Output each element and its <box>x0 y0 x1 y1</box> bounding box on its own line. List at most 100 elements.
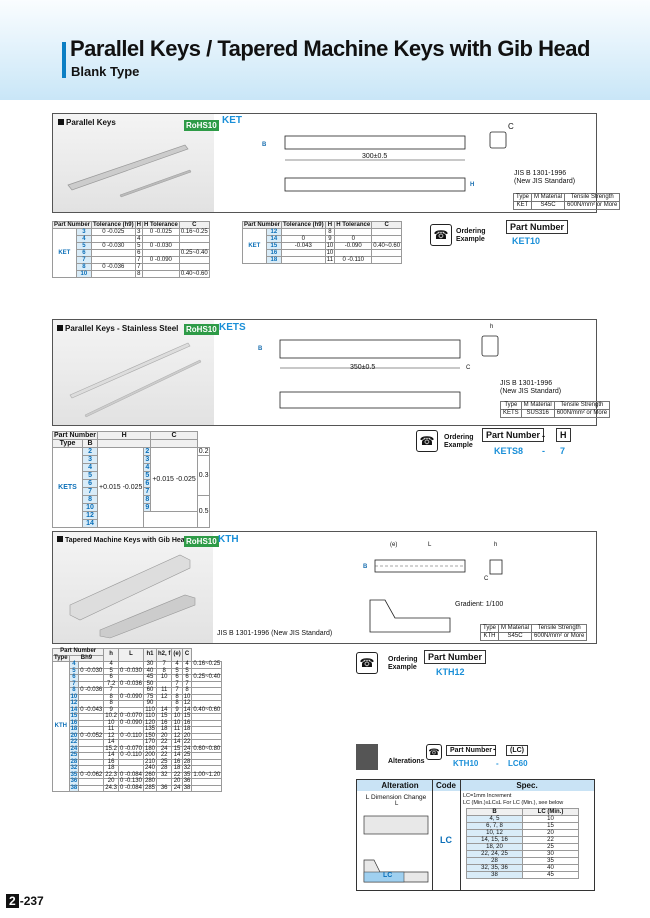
table-cell <box>117 700 145 708</box>
table-cell: H <box>97 431 152 440</box>
table-cell <box>91 235 136 243</box>
table-cell: 10 <box>324 249 336 257</box>
table-cell: 20 <box>171 778 183 786</box>
table-cell: 0.16~0.25 <box>191 661 223 669</box>
table-cell <box>191 758 223 766</box>
alterations-dash: - <box>493 744 496 754</box>
page-number: 2-237 <box>6 894 44 908</box>
table-cell: 18, 20 <box>466 843 523 851</box>
table-cell: 14 <box>265 235 283 243</box>
table-cell <box>191 680 223 688</box>
table-cell: h1 <box>142 648 158 662</box>
table-cell: Part Number <box>51 648 105 656</box>
alterations-part-number-box: Part Number <box>446 745 497 756</box>
table-cell: 15 <box>265 242 283 250</box>
table-cell: 4, 5 <box>466 815 523 823</box>
table-cell <box>191 778 223 786</box>
table-cell <box>91 249 136 257</box>
table-cell: 7 <box>143 487 152 496</box>
table-cell: 4 <box>134 235 143 243</box>
table-cell: 0 -0.036 <box>91 263 136 271</box>
table-cell: C <box>371 221 403 229</box>
ket-phone-icon: ☎ <box>430 224 452 246</box>
table-cell <box>78 765 105 773</box>
table-cell: Part Number <box>51 221 93 229</box>
table-cell: 14 <box>171 739 183 747</box>
table-cell: +0.015 -0.025 <box>150 447 198 512</box>
kth-gradient: Gradient: 1/100 <box>455 601 504 608</box>
table-cell <box>117 765 145 773</box>
ket-label: Parallel Keys <box>58 118 116 127</box>
kth-b-dim: B <box>363 564 368 570</box>
table-cell <box>191 739 223 747</box>
table-cell: 12 <box>265 228 283 236</box>
table-cell: 10 <box>171 713 183 721</box>
table-cell: 0 -0.062 <box>78 771 105 779</box>
table-cell <box>78 745 105 753</box>
table-cell: h2, f <box>156 648 173 662</box>
kth-c-dim: C <box>484 576 489 582</box>
table-cell <box>371 235 403 243</box>
alterations-header-alteration: Alteration <box>381 781 419 790</box>
table-cell: 8 <box>134 270 143 278</box>
table-cell: 0 -0.025 <box>91 228 136 236</box>
kets-h-dim: h <box>490 324 494 330</box>
table-cell <box>78 739 105 747</box>
table-cell <box>141 263 180 271</box>
table-cell <box>78 778 105 786</box>
page-header <box>0 0 650 100</box>
table-cell: 0 -0.110 <box>117 732 145 740</box>
table-cell <box>117 739 145 747</box>
table-cell: 0.2 <box>196 447 211 456</box>
table-cell <box>78 674 105 682</box>
kets-example-b: 7 <box>560 446 566 456</box>
alteration-l-label: L <box>395 801 399 807</box>
table-cell <box>178 242 210 250</box>
table-cell: 7 <box>171 687 183 695</box>
alterations-example-a: KTH10 <box>453 759 479 768</box>
ket-b-dim: B <box>262 142 267 148</box>
table-cell: 8 <box>324 228 336 236</box>
kets-length-dim: 350±0.5 <box>350 364 376 371</box>
table-cell: 7 <box>75 256 93 264</box>
table-cell: 45 <box>522 871 579 879</box>
table-cell: KET <box>52 228 77 278</box>
table-cell: 14, 15, 16 <box>466 836 523 844</box>
alteration-spec-line-2: LC (Min.)≤LC≤L For LC (Min.), see below <box>463 800 564 806</box>
alteration-spec-line-1: LC=1mm Increment <box>463 793 512 799</box>
table-cell: 14 <box>171 752 183 760</box>
table-cell: 5 <box>75 242 93 250</box>
table-cell: Type <box>51 439 84 448</box>
kth-l-dim: L <box>428 542 432 548</box>
kets-label: Parallel Keys - Stainless Steel <box>57 324 178 333</box>
table-cell <box>281 249 326 257</box>
table-cell: Part Number <box>241 221 283 229</box>
table-cell: 0.40~0.60 <box>371 242 403 250</box>
ket-drawing <box>284 131 507 192</box>
table-cell: 0.40~0.60 <box>191 706 223 714</box>
table-cell <box>191 667 223 675</box>
table-cell <box>191 687 223 695</box>
alteration-lc-label: LC <box>383 872 393 879</box>
table-cell: 2 <box>82 447 99 456</box>
alterations-header-code: Code <box>436 781 456 790</box>
table-cell: KET <box>242 228 267 264</box>
table-cell: 8 <box>75 263 93 271</box>
table-cell: 18 <box>265 256 283 264</box>
table-cell: 9 <box>171 706 183 714</box>
table-cell: Part Number <box>51 431 99 440</box>
table-cell: 25 <box>522 843 579 851</box>
table-cell: 24 <box>171 784 183 792</box>
